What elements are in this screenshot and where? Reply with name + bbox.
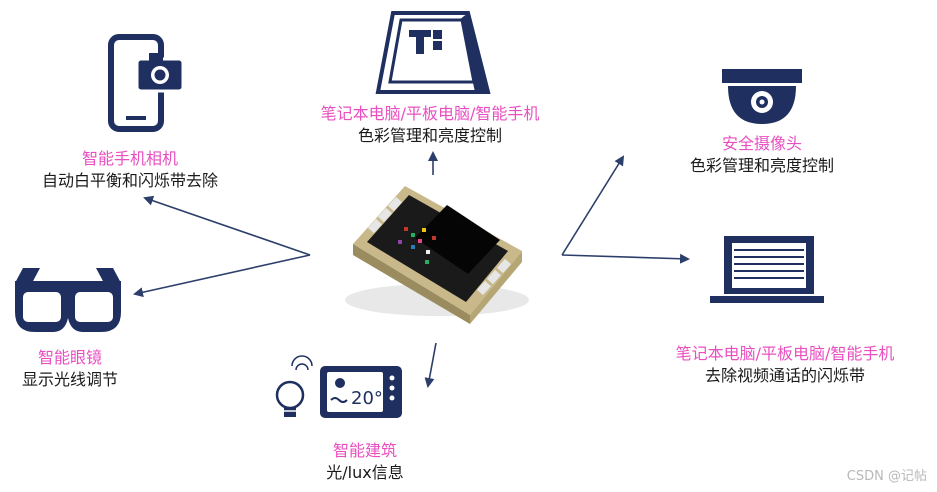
- sensor-chip-icon: [345, 186, 529, 324]
- node-glasses: 智能眼镜 显示光线调节: [0, 347, 140, 391]
- laptop-icon: [710, 236, 824, 303]
- node-security-cam: 安全摄像头 色彩管理和亮度控制: [672, 133, 852, 177]
- node-building: 智能建筑 光/lux信息: [295, 440, 435, 484]
- arrow-to-glasses: [133, 254, 311, 298]
- node-tablet-top: 笔记本电脑/平板电脑/智能手机 色彩管理和亮度控制: [285, 103, 575, 147]
- node-security-cam-title: 安全摄像头: [721, 134, 802, 153]
- node-laptop-title: 笔记本电脑/平板电脑/智能手机: [675, 344, 895, 363]
- node-tablet-top-title: 笔记本电脑/平板电脑/智能手机: [320, 104, 540, 123]
- node-glasses-title: 智能眼镜: [37, 348, 102, 367]
- node-camera-phone-title: 智能手机相机: [81, 149, 178, 168]
- tablet-stand-icon: [375, 11, 491, 94]
- thermostat-icon: 20°: [275, 355, 402, 418]
- node-tablet-top-desc: 色彩管理和亮度控制: [357, 126, 502, 145]
- node-camera-phone-desc: 自动白平衡和闪烁带去除: [41, 171, 218, 190]
- arrow-to-camera-phone: [143, 195, 311, 256]
- arrow-to-security-cam: [561, 155, 625, 256]
- thermostat-display-value: 20°: [351, 388, 383, 409]
- phone-camera-icon: [108, 34, 185, 132]
- node-laptop: 笔记本电脑/平板电脑/智能手机 去除视频通话的闪烁带: [640, 343, 930, 387]
- node-security-cam-desc: 色彩管理和亮度控制: [689, 156, 834, 175]
- arrow-to-laptop: [561, 253, 690, 264]
- node-glasses-desc: 显示光线调节: [21, 370, 118, 389]
- glasses-icon: [15, 268, 121, 332]
- node-camera-phone: 智能手机相机 自动白平衡和闪烁带去除: [20, 148, 240, 192]
- node-laptop-desc: 去除视频通话的闪烁带: [704, 366, 865, 385]
- watermark: CSDN @记帖: [846, 469, 927, 484]
- dome-camera-icon: [722, 69, 802, 124]
- arrow-to-building: [424, 342, 437, 388]
- node-building-desc: 光/lux信息: [326, 463, 404, 482]
- node-building-title: 智能建筑: [332, 441, 397, 460]
